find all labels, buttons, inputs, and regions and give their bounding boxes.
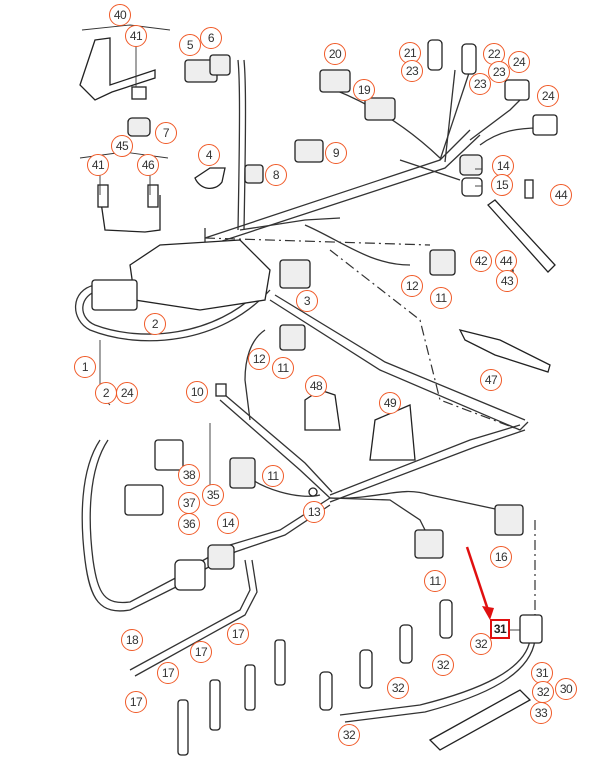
part-callout-14[interactable]: 14	[217, 512, 239, 534]
part-callout-8[interactable]: 8	[265, 164, 287, 186]
part-callout-37[interactable]: 37	[178, 492, 200, 514]
part-callout-11[interactable]: 11	[262, 465, 284, 487]
sensor-part	[124, 484, 164, 516]
connector-part	[414, 529, 444, 559]
connector-part	[127, 117, 151, 137]
part-callout-23[interactable]: 23	[488, 61, 510, 83]
part-callout-41[interactable]: 41	[125, 25, 147, 47]
connector-part	[519, 614, 543, 644]
connector-part	[319, 69, 351, 93]
part-callout-32[interactable]: 32	[387, 677, 409, 699]
connector-part	[532, 114, 558, 136]
part-callout-9[interactable]: 9	[325, 142, 347, 164]
part-callout-6[interactable]: 6	[200, 27, 222, 49]
fuel-injectors	[319, 599, 453, 711]
part-callout-48[interactable]: 48	[305, 375, 327, 397]
module-part	[91, 279, 138, 311]
part-callout-33[interactable]: 33	[530, 702, 552, 724]
part-callout-17[interactable]: 17	[190, 641, 212, 663]
part-callout-10[interactable]: 10	[186, 381, 208, 403]
part-callout-18[interactable]: 18	[121, 629, 143, 651]
part-callout-30[interactable]: 30	[555, 678, 577, 700]
highlighted-callout-31[interactable]: 31	[490, 619, 510, 639]
part-callout-12[interactable]: 12	[248, 348, 270, 370]
part-callout-17[interactable]: 17	[227, 623, 249, 645]
connector-part	[429, 249, 456, 276]
grommet-part	[174, 559, 206, 591]
part-callout-20[interactable]: 20	[324, 43, 346, 65]
part-callout-24[interactable]: 24	[537, 85, 559, 107]
part-callout-31[interactable]: 31	[531, 662, 553, 684]
part-callout-5[interactable]: 5	[179, 34, 201, 56]
part-callout-7[interactable]: 7	[155, 122, 177, 144]
part-callout-15[interactable]: 15	[491, 174, 513, 196]
sensor-part	[427, 39, 443, 71]
part-callout-16[interactable]: 16	[490, 546, 512, 568]
part-callout-42[interactable]: 42	[470, 250, 492, 272]
part-callout-11[interactable]: 11	[430, 287, 452, 309]
bracket-part	[79, 37, 156, 101]
part-callout-44[interactable]: 44	[550, 184, 572, 206]
part-callout-23[interactable]: 23	[401, 60, 423, 82]
part-callout-3[interactable]: 3	[296, 290, 318, 312]
part-callout-2[interactable]: 2	[144, 313, 166, 335]
parts	[79, 24, 558, 756]
part-callout-32[interactable]: 32	[432, 654, 454, 676]
ignition-coils	[177, 639, 286, 756]
clip-part	[194, 167, 226, 189]
part-callout-35[interactable]: 35	[202, 484, 224, 506]
connector-part	[229, 457, 256, 489]
connector-part	[279, 324, 306, 351]
bracket-part	[487, 199, 556, 273]
part-callout-4[interactable]: 4	[198, 144, 220, 166]
connector-part	[364, 97, 396, 121]
part-callout-11[interactable]: 11	[424, 570, 446, 592]
sensor-part	[459, 154, 483, 176]
part-callout-46[interactable]: 46	[137, 154, 159, 176]
part-callout-24[interactable]: 24	[116, 382, 138, 404]
connector-part	[279, 259, 311, 289]
connector-part	[215, 383, 227, 397]
part-callout-32[interactable]: 32	[470, 633, 492, 655]
part-callout-45[interactable]: 45	[111, 135, 133, 157]
part-callout-36[interactable]: 36	[178, 513, 200, 535]
part-callout-47[interactable]: 47	[480, 369, 502, 391]
bracket-part	[304, 389, 341, 431]
part-callout-24[interactable]: 24	[508, 51, 530, 73]
clip-part	[131, 86, 147, 100]
clip-part	[99, 194, 161, 233]
part-callout-13[interactable]: 13	[303, 501, 325, 523]
connector-part	[504, 79, 530, 101]
connector-part	[207, 544, 235, 570]
part-callout-49[interactable]: 49	[379, 392, 401, 414]
part-callout-17[interactable]: 17	[125, 691, 147, 713]
part-callout-1[interactable]: 1	[74, 356, 96, 378]
part-callout-41[interactable]: 41	[87, 154, 109, 176]
part-callout-38[interactable]: 38	[178, 464, 200, 486]
part-callout-32[interactable]: 32	[532, 681, 554, 703]
part-callout-2[interactable]: 2	[95, 382, 117, 404]
part-callout-40[interactable]: 40	[109, 4, 131, 26]
part-callout-32[interactable]: 32	[338, 724, 360, 746]
bracket-part	[458, 329, 551, 373]
sensor-part	[244, 164, 264, 184]
sensor-part	[154, 439, 184, 471]
part-callout-43[interactable]: 43	[496, 270, 518, 292]
part-callout-44[interactable]: 44	[495, 250, 517, 272]
part-callout-11[interactable]: 11	[272, 357, 294, 379]
connector-part	[294, 139, 324, 163]
ring-terminal-part	[308, 487, 318, 497]
part-callout-12[interactable]: 12	[401, 275, 423, 297]
part-callout-23[interactable]: 23	[469, 73, 491, 95]
part-callout-14[interactable]: 14	[492, 155, 514, 177]
connector-part	[494, 504, 524, 536]
sensor-part	[461, 43, 477, 75]
cover-part	[428, 689, 532, 751]
ecu-part	[129, 239, 271, 311]
highlight-arrow	[465, 546, 494, 620]
connector-part	[209, 54, 231, 76]
part-callout-19[interactable]: 19	[353, 79, 375, 101]
part-callout-17[interactable]: 17	[157, 662, 179, 684]
